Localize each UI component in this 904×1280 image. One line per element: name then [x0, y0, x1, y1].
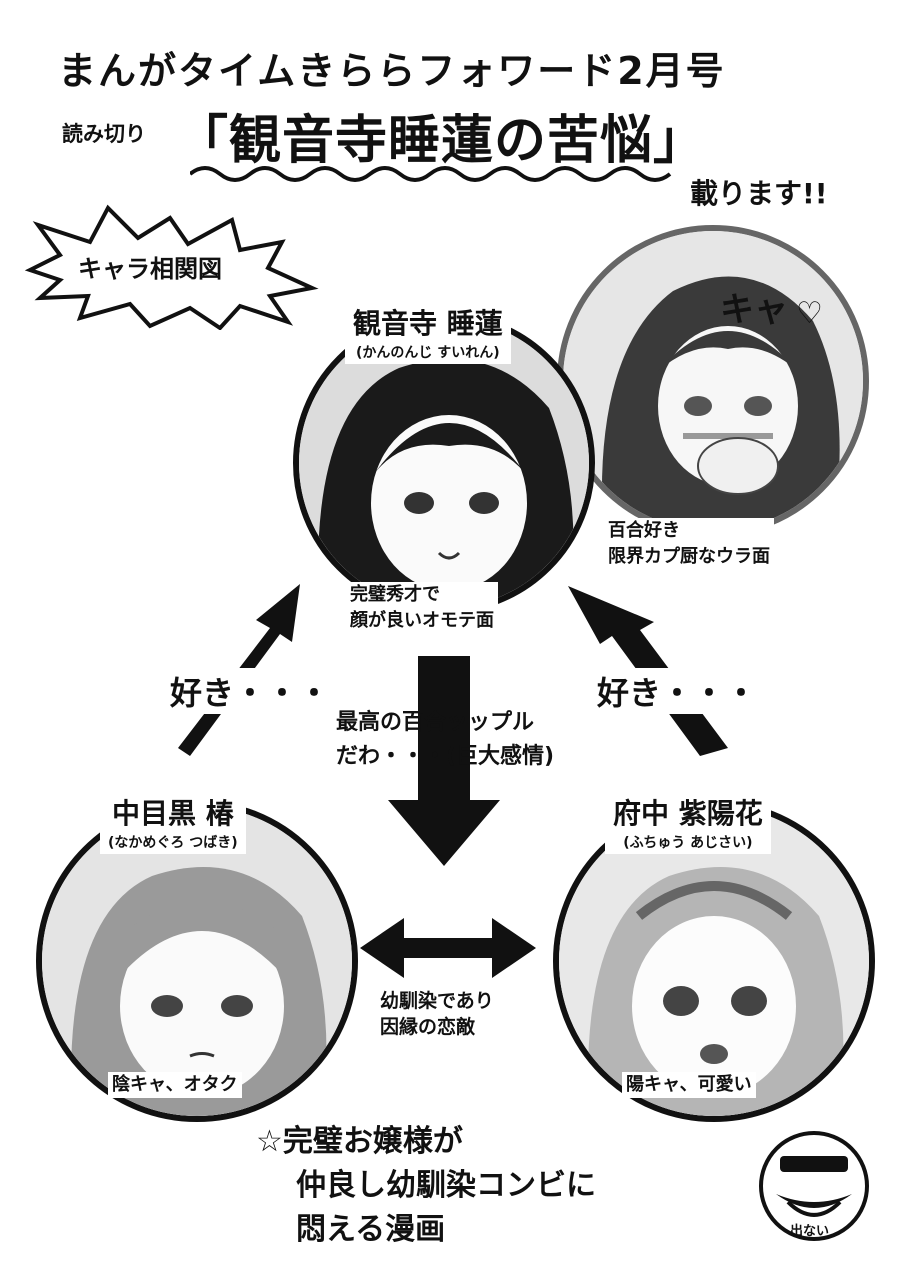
- name-tsubaki-main: 中目黒 椿: [111, 797, 234, 830]
- portrait-tsubaki: [36, 800, 358, 1122]
- relation-right: 好き・・・: [595, 668, 760, 714]
- name-suiren: 観音寺 睡蓮 (かんのんじ すいれん): [345, 300, 511, 364]
- mascot-frog-icon: [759, 1131, 869, 1241]
- footer-line1: ☆完璧お嬢様が: [256, 1124, 463, 1159]
- name-ajisai-main: 府中 紫陽花: [613, 797, 763, 830]
- footer-line2: 仲良し幼馴染コンビに: [296, 1168, 596, 1203]
- caption-suiren-line1: 完璧秀才で: [350, 584, 440, 605]
- name-tsubaki: 中目黒 椿 (なかめぐろ つばき): [100, 790, 246, 854]
- caption-suiren-ura-line2: 限界カプ厨なウラ面: [608, 546, 770, 567]
- relation-bottom-line1: 幼馴染であり: [380, 990, 494, 1012]
- name-suiren-main: 観音寺 睡蓮: [353, 307, 503, 340]
- header-prefix: 読み切り: [62, 122, 146, 146]
- name-ajisai: 府中 紫陽花 (ふちゅう あじさい): [605, 790, 771, 854]
- footer-text: ☆完璧お嬢様が 仲良し幼馴染コンビに 悶える漫画: [256, 1120, 596, 1252]
- exclaim-text: キャ: [720, 290, 788, 330]
- heart-icon: ♡: [796, 296, 823, 331]
- speech-burst-icon: [24, 204, 319, 330]
- arrow-horizontal: [360, 918, 536, 978]
- caption-suiren-ura: 百合好き 限界カプ厨なウラ面: [604, 518, 774, 570]
- relation-bottom-line2: 因縁の恋敵: [380, 1016, 476, 1038]
- caption-suiren-ura-line1: 百合好き: [608, 520, 680, 541]
- caption-tsubaki: 陰キャ、オタク: [108, 1072, 242, 1098]
- caption-ajisai: 陽キャ、可愛い: [622, 1072, 756, 1098]
- relation-left: 好き・・・: [168, 668, 333, 714]
- name-ajisai-reading: (ふちゅう あじさい): [623, 835, 753, 851]
- footer-line3: 悶える漫画: [296, 1212, 446, 1247]
- caption-suiren-line2: 顔が良いオモテ面: [350, 610, 494, 631]
- header-line1: まんがタイムきららフォワード2月号: [58, 49, 726, 93]
- page-title: 「観音寺睡蓮の苦悩」: [176, 111, 707, 171]
- burst-label: キャラ相関図: [78, 255, 222, 283]
- mascot-label: 出ない: [790, 1224, 830, 1239]
- relation-center: 最高の百合ッップル だわ・・・(巨大感情): [334, 706, 556, 774]
- arrow-center-down: [388, 656, 500, 866]
- portrait-suiren-ura: [557, 225, 869, 537]
- relation-center-line1: 最高の百合ッップル: [336, 710, 535, 735]
- relation-bottom: 幼馴染であり 因縁の恋敵: [378, 988, 496, 1040]
- name-suiren-reading: (かんのんじ すいれん): [356, 345, 500, 361]
- wavy-underline: [190, 166, 672, 182]
- name-tsubaki-reading: (なかめぐろ つばき): [108, 835, 238, 851]
- caption-suiren: 完璧秀才で 顔が良いオモテ面: [346, 582, 498, 634]
- relation-center-line2: だわ・・・(巨大感情): [336, 744, 555, 769]
- header-suffix: 載ります!!: [690, 177, 828, 210]
